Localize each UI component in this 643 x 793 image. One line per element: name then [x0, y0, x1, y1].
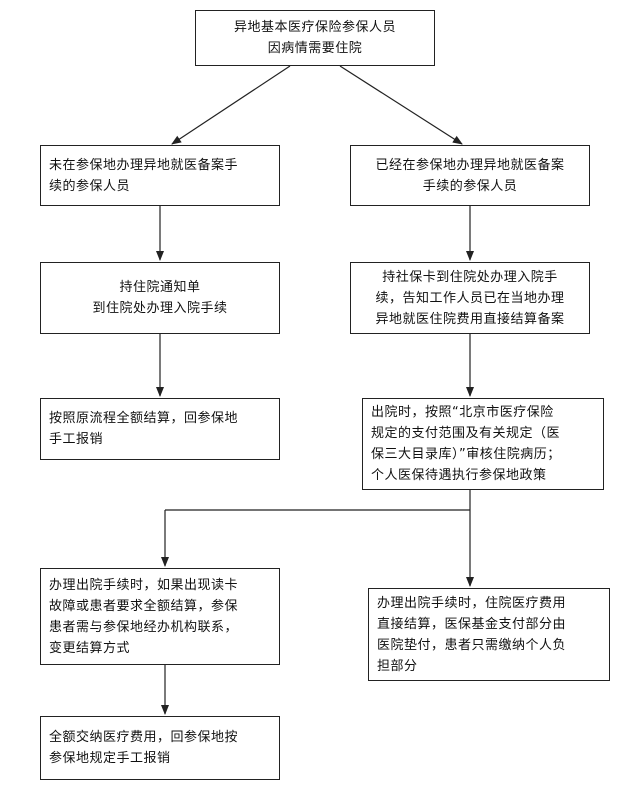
node-left-3: 按照原流程全额结算，回参保地 手工报销	[40, 398, 280, 460]
node-left-3-line-2: 手工报销	[49, 432, 104, 447]
node-left-5: 全额交纳医疗费用，回参保地按 参保地规定手工报销	[40, 716, 280, 780]
node-start: 异地基本医疗保险参保人员 因病情需要住院	[195, 10, 435, 66]
node-right-3: 出院时，按照“北京市医疗保险 规定的支付范围及有关规定（医 保三大目录库）”审核…	[362, 398, 604, 490]
node-left-2-line-1: 持住院通知单	[119, 280, 201, 295]
node-right-3-line-4: 个人医保待遇执行参保地政策	[371, 468, 547, 483]
node-right-3-line-2: 规定的支付范围及有关规定（医	[371, 426, 561, 441]
node-right-1: 已经在参保地办理异地就医备案 手续的参保人员	[350, 145, 590, 206]
node-start-line-1: 异地基本医疗保险参保人员	[233, 20, 396, 35]
node-right-4-line-1: 办理出院手续时，住院医疗费用	[377, 595, 567, 611]
node-right-4-line-3: 医院垫付，患者只需缴纳个人负	[377, 637, 567, 653]
node-left-4-line-2: 故障或患者要求全额结算，参保	[49, 598, 239, 614]
node-right-2-line-1: 持社保卡到住院处办理入院手	[382, 269, 558, 285]
node-right-2-line-2: 续，告知工作人员已在当地办理	[375, 290, 565, 306]
node-left-3-line-1: 按照原流程全额结算，回参保地	[49, 411, 239, 426]
node-left-4-line-4: 变更结算方式	[49, 640, 131, 656]
node-right-1-line-1: 已经在参保地办理异地就医备案	[375, 157, 565, 173]
node-right-1-line-2: 手续的参保人员	[422, 178, 518, 194]
node-left-1: 未在参保地办理异地就医备案手 续的参保人员	[40, 145, 280, 206]
node-left-2-line-2: 到住院处办理入院手续	[92, 301, 228, 316]
arrow-start-to-right	[339, 65, 463, 145]
node-start-line-2: 因病情需要住院	[267, 41, 363, 56]
node-left-4-line-3: 患者需与参保地经办机构联系，	[49, 619, 239, 635]
node-right-4: 办理出院手续时，住院医疗费用 直接结算，医保基金支付部分由 医院垫付，患者只需缴…	[368, 588, 610, 681]
node-right-2: 持社保卡到住院处办理入院手 续，告知工作人员已在当地办理 异地就医住院费用直接结…	[350, 262, 590, 334]
node-right-3-line-1: 出院时，按照“北京市医疗保险	[371, 405, 554, 420]
node-left-5-line-1: 全额交纳医疗费用，回参保地按	[49, 730, 239, 745]
node-left-4: 办理出院手续时，如果出现读卡 故障或患者要求全额结算，参保 患者需与参保地经办机…	[40, 568, 280, 665]
node-right-2-line-3: 异地就医住院费用直接结算备案	[375, 311, 565, 327]
node-left-2: 持住院通知单 到住院处办理入院手续	[40, 262, 280, 334]
node-left-1-line-1: 未在参保地办理异地就医备案手	[49, 157, 239, 173]
node-right-4-line-4: 担部分	[377, 658, 418, 674]
node-right-3-line-3: 保三大目录库）”审核住院病历；	[371, 447, 561, 462]
arrow-start-to-left	[171, 65, 291, 145]
node-right-4-line-2: 直接结算，医保基金支付部分由	[377, 616, 567, 632]
node-left-5-line-2: 参保地规定手工报销	[49, 751, 171, 766]
node-left-1-line-2: 续的参保人员	[49, 178, 131, 194]
node-left-4-line-1: 办理出院手续时，如果出现读卡	[49, 577, 239, 593]
